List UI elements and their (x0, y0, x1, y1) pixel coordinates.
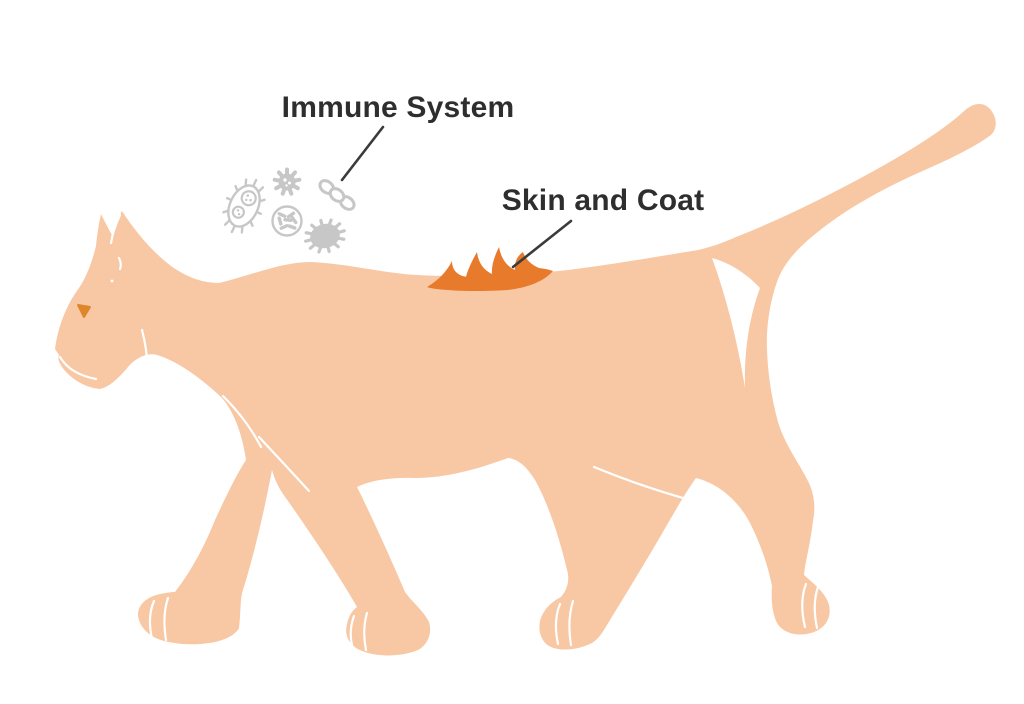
body-detail-lines (58, 213, 820, 652)
cat-silhouette (55, 103, 996, 656)
mouth-line (58, 355, 98, 381)
rear-paw-toe-line (568, 599, 575, 647)
crossing-paw-toe-line (363, 611, 369, 652)
microbe-group (215, 167, 356, 257)
immune-system-leader-line (340, 125, 385, 182)
front-paw-toe-line (163, 596, 170, 642)
fur-tuft-icon (427, 247, 553, 291)
rear-paw-toe-line (554, 602, 562, 646)
cheek-neck-line (140, 328, 149, 390)
cat-eye (77, 304, 91, 318)
far-paw-toe-line (801, 582, 808, 629)
front-paw-toe-line (148, 599, 156, 641)
shoulder-line-2 (257, 435, 311, 493)
coccus-chain-icon (318, 179, 356, 211)
shoulder-line-1 (221, 394, 263, 449)
tail-rump-gap (712, 258, 760, 388)
immune-system-label: Immune System (282, 91, 515, 124)
bacilli-cluster-icon (271, 205, 303, 237)
ear-tick-line (117, 256, 122, 271)
skin-and-coat-leader-line (511, 219, 573, 269)
virus-icon (272, 167, 302, 196)
ear-inner-line (109, 213, 122, 245)
thigh-line (592, 465, 696, 503)
far-paw-toe-line (813, 585, 820, 630)
bacterium-icon (215, 172, 273, 240)
microbe-blob-icon (302, 215, 349, 256)
skin-and-coat-label: Skin and Coat (502, 184, 705, 217)
crossing-paw-toe-line (349, 614, 356, 651)
whisker-dot (110, 279, 114, 283)
